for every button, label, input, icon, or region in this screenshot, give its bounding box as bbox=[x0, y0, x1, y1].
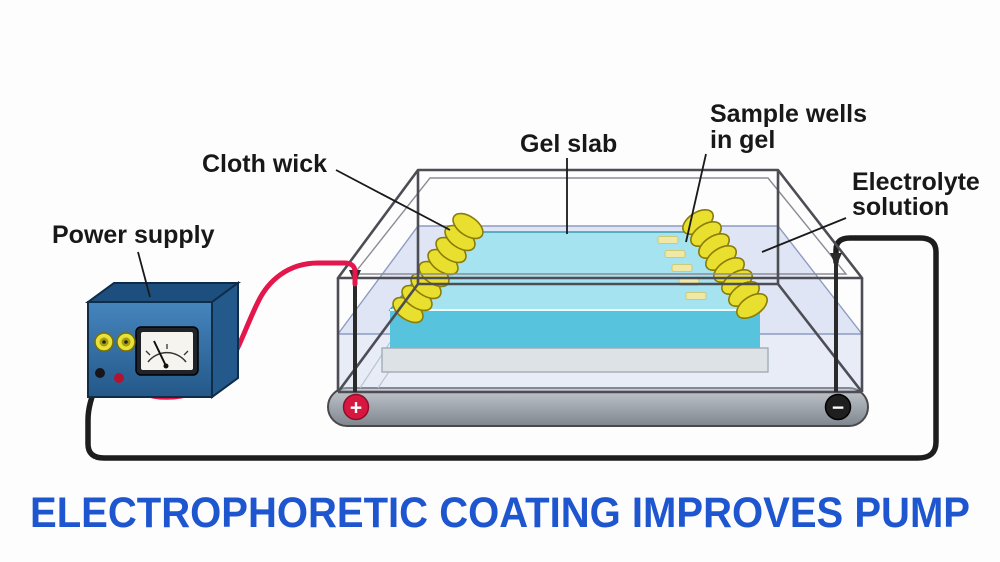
base-platform bbox=[327, 387, 869, 427]
gel-tray bbox=[381, 347, 769, 373]
label-sample-wells: Sample wells in gel bbox=[710, 100, 874, 154]
leader-electrolyte bbox=[761, 217, 847, 253]
gel-front-face bbox=[390, 310, 760, 348]
meter-needle bbox=[153, 340, 167, 367]
electrode-right-tip bbox=[830, 253, 842, 267]
annotations: Power supply Cloth wick Gel slab Sample … bbox=[52, 100, 987, 298]
meter-scale-arc bbox=[147, 351, 187, 363]
leader-sample-wells bbox=[685, 153, 707, 243]
leader-cloth-wick bbox=[335, 169, 451, 231]
meter-ticks bbox=[145, 344, 189, 356]
minus-sign: − bbox=[832, 397, 844, 420]
page-title: ELECTROPHORETIC COATING IMPROVES PUMP bbox=[30, 489, 970, 537]
power-supply-side bbox=[211, 281, 239, 399]
voltmeter bbox=[135, 326, 199, 376]
label-cloth-wick: Cloth wick bbox=[202, 150, 327, 178]
red-wire-post bbox=[114, 373, 124, 383]
power-supply bbox=[84, 281, 242, 399]
power-supply-terminals bbox=[94, 332, 136, 383]
plus-sign: + bbox=[350, 397, 362, 420]
black-wire-post bbox=[95, 368, 105, 378]
cloth-wick-right bbox=[682, 208, 768, 320]
tank bbox=[336, 168, 864, 394]
sample-wells bbox=[657, 236, 707, 300]
electrode-right bbox=[830, 253, 842, 392]
negative-terminal: − bbox=[824, 393, 852, 421]
leader-power-supply bbox=[137, 251, 151, 298]
label-electrolyte: Electrolyte solution bbox=[852, 168, 987, 221]
black-wire bbox=[85, 235, 939, 461]
tank-inner-rim bbox=[352, 177, 848, 275]
positive-terminal: + bbox=[342, 393, 370, 421]
label-gel-slab: Gel slab bbox=[520, 130, 617, 158]
label-power-supply: Power supply bbox=[52, 221, 215, 249]
